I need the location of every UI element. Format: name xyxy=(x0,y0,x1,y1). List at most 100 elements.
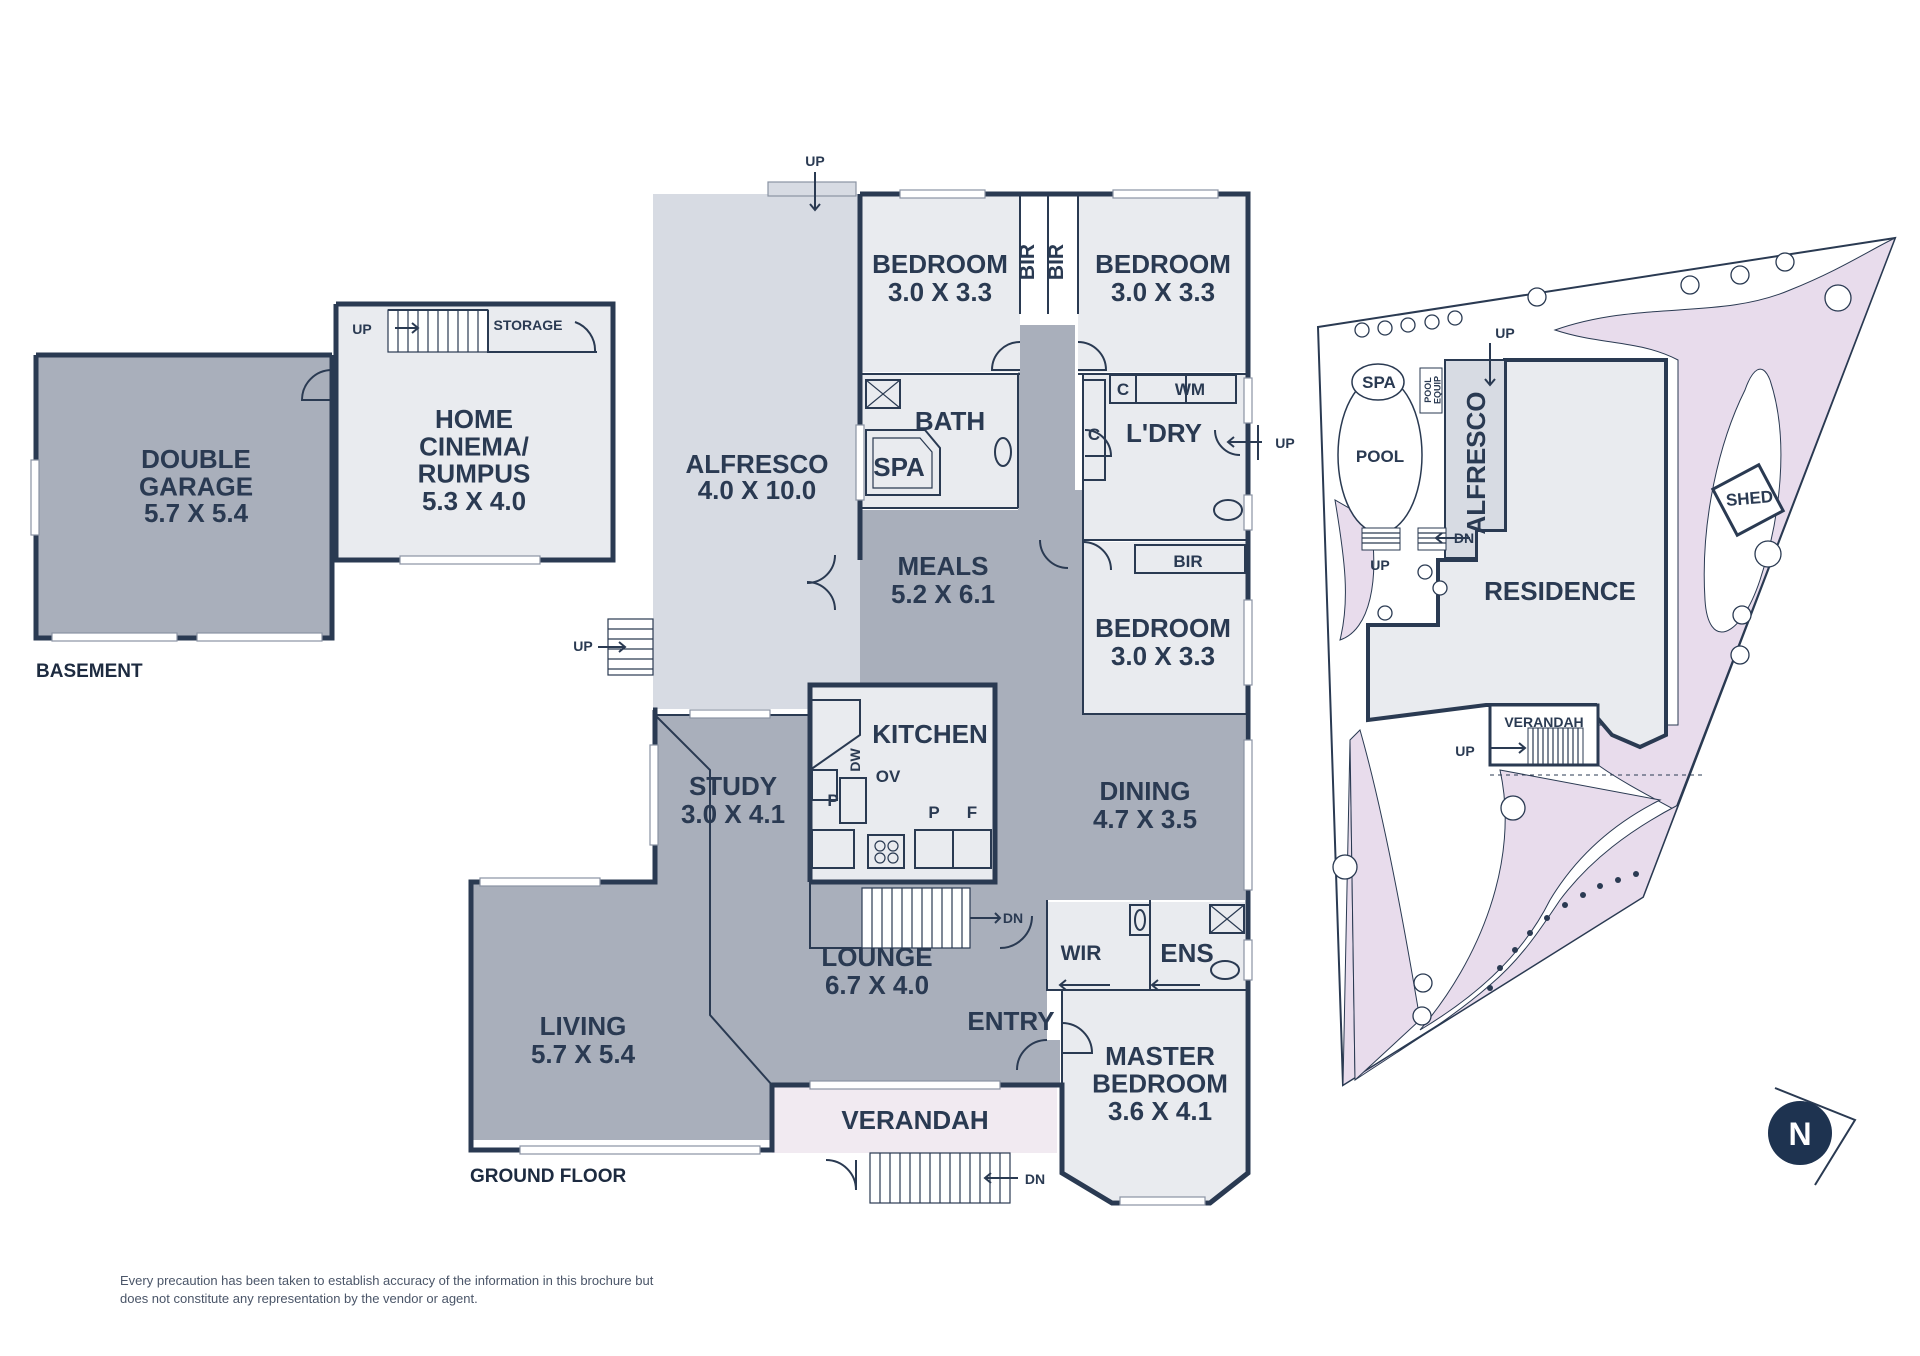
bir-e-label: BIR xyxy=(1173,552,1202,571)
site-lawn-south xyxy=(1342,739,1679,1086)
lounge-size: 6.7 X 4.0 xyxy=(825,970,929,1000)
site-up-label-verandah: UP xyxy=(1455,743,1474,759)
residence-label: RESIDENCE xyxy=(1484,576,1636,606)
living-name: LIVING xyxy=(540,1011,627,1041)
dining-size: 4.7 X 3.5 xyxy=(1093,804,1197,834)
kitchen-label: KITCHEN xyxy=(872,719,988,749)
verandah-label: VERANDAH xyxy=(841,1105,988,1135)
bedroom-e-size: 3.0 X 3.3 xyxy=(1111,641,1215,671)
master-bedroom-room xyxy=(1062,990,1245,1200)
shed-label: SHED xyxy=(1725,487,1774,510)
fridge-label: F xyxy=(967,803,977,822)
bedroom-e-room xyxy=(1083,542,1248,714)
alfresco-name: ALFRESCO xyxy=(686,449,829,479)
pantry-label-left: P xyxy=(827,791,838,810)
alfresco-room xyxy=(653,194,860,709)
trees-group xyxy=(1332,252,1852,1026)
site-dn-label: DN xyxy=(1454,530,1474,546)
pool-equip-label: POOLEQUIP xyxy=(1423,376,1442,404)
laundry-cupboard-label: C xyxy=(1088,425,1100,444)
kitchen-dn-label: DN xyxy=(1003,910,1023,926)
lounge-name: LOUNGE xyxy=(821,942,932,972)
pantry-label-right: P xyxy=(928,803,939,822)
meals-size: 5.2 X 6.1 xyxy=(891,579,995,609)
bir-nw xyxy=(1020,194,1048,314)
bedroom-nw-name: BEDROOM xyxy=(872,249,1008,279)
bath-label: BATH xyxy=(915,406,985,436)
site-plan: RESIDENCE ALFRESCO POOL SPA POOLEQUIP SH… xyxy=(1316,236,1897,1087)
verandah-room xyxy=(772,1085,1057,1153)
meals-name: MEALS xyxy=(898,551,989,581)
double-garage-room xyxy=(36,355,332,638)
compass-letter: N xyxy=(1788,1116,1811,1152)
disclaimer-text: Every precaution has been taken to estab… xyxy=(120,1273,654,1306)
front-stairs xyxy=(869,1152,1018,1204)
wir-label: WIR xyxy=(1061,942,1102,965)
pool-equip-label-line: EQUIP xyxy=(1432,376,1442,404)
kitchen-stairs-down xyxy=(809,882,1033,949)
pool-label: POOL xyxy=(1356,447,1404,466)
master-name-line: BEDROOM xyxy=(1092,1068,1228,1098)
wir-ens-room xyxy=(1047,902,1245,990)
bir-nw-label: BIR xyxy=(1016,244,1039,280)
entry-label: ENTRY xyxy=(967,1006,1054,1036)
pool-equip-box xyxy=(1419,367,1443,414)
study-name: STUDY xyxy=(689,771,777,801)
cinema-name-line: RUMPUS xyxy=(418,459,531,489)
storage-label: STORAGE xyxy=(494,317,563,333)
ground-floor-plan: UP UP xyxy=(468,153,1295,1206)
ens-label: ENS xyxy=(1160,938,1213,968)
site-alfresco-label: ALFRESCO xyxy=(1461,392,1491,535)
site-up-label-steps: UP xyxy=(1370,557,1389,573)
living-size: 5.7 X 5.4 xyxy=(531,1039,636,1069)
bedroom-ne-room xyxy=(1078,194,1248,372)
alfresco-side-up-label: UP xyxy=(573,638,592,654)
washing-machine-label: WM xyxy=(1175,380,1205,399)
bir-ne xyxy=(1050,194,1078,314)
site-alfresco xyxy=(1444,359,1506,559)
basement-up-label: UP xyxy=(352,321,371,337)
cupboard-label: C xyxy=(1117,380,1129,399)
ground-floor-caption: GROUND FLOOR xyxy=(470,1166,626,1187)
bedroom-ne-name: BEDROOM xyxy=(1095,249,1231,279)
site-up-label-top: UP xyxy=(1495,325,1514,341)
dishwasher-label: DW xyxy=(847,748,863,772)
basement-caption: BASEMENT xyxy=(36,661,143,682)
basement-stairs xyxy=(387,309,489,353)
oven-label: OV xyxy=(876,767,901,786)
laundry-room xyxy=(1083,375,1248,540)
site-spa-shape xyxy=(1351,363,1405,401)
spa-label: SPA xyxy=(873,452,925,482)
compass-circle xyxy=(1768,1101,1832,1165)
alfresco-side-stairs xyxy=(607,618,654,676)
shed-building xyxy=(1710,462,1786,538)
garage-size: 5.7 X 5.4 xyxy=(144,498,249,528)
laundry-up-label: UP xyxy=(1275,435,1294,451)
bir-ne-label: BIR xyxy=(1045,244,1068,280)
garden-dots xyxy=(1487,871,1639,991)
laundry-label: L'DRY xyxy=(1126,418,1202,448)
north-compass: N xyxy=(1768,1087,1857,1186)
cinema-size: 5.3 X 4.0 xyxy=(422,486,526,516)
cinema-name-line: HOME xyxy=(435,404,513,434)
bedroom-nw-size: 3.0 X 3.3 xyxy=(888,277,992,307)
dining-name: DINING xyxy=(1100,776,1191,806)
bedroom-ne-size: 3.0 X 3.3 xyxy=(1111,277,1215,307)
study-size: 3.0 X 4.1 xyxy=(681,799,785,829)
master-name-line: MASTER xyxy=(1105,1041,1215,1071)
pool-equip-label-line: POOL xyxy=(1423,377,1433,403)
site-spa-label: SPA xyxy=(1362,373,1396,392)
alfresco-size: 4.0 X 10.0 xyxy=(698,475,817,505)
cinema-name-line: CINEMA/ xyxy=(419,431,529,461)
bedroom-nw-room xyxy=(862,194,1020,372)
garage-name-line: DOUBLE xyxy=(141,444,251,474)
front-dn-label: DN xyxy=(1025,1171,1045,1187)
garage-name-line: GARAGE xyxy=(139,471,253,501)
bedroom-e-name: BEDROOM xyxy=(1095,613,1231,643)
master-size: 3.6 X 4.1 xyxy=(1108,1096,1212,1126)
